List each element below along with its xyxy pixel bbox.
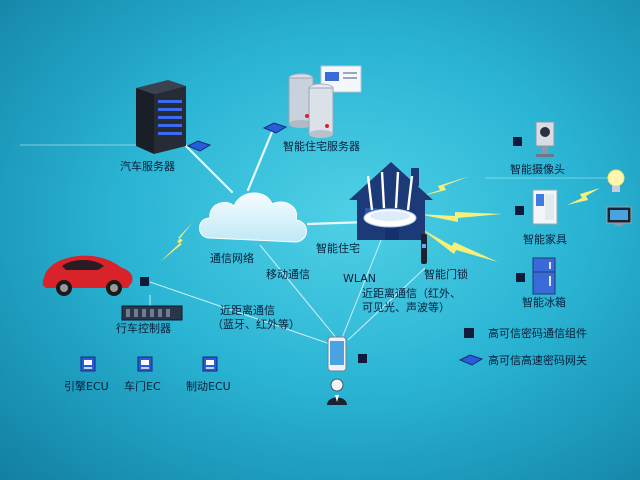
crypto-component-square — [358, 354, 367, 363]
link-carserver-cloud — [183, 143, 234, 194]
router-icon — [363, 171, 417, 228]
bulb-icon — [607, 169, 625, 192]
user-icon — [327, 378, 347, 405]
ecu-chip-icon — [137, 356, 153, 372]
crypto-component-square — [140, 277, 149, 286]
smart-lock-label: 智能门锁 — [424, 268, 468, 281]
furniture-label: 智能家具 — [523, 233, 567, 246]
link-car-phone — [149, 281, 337, 347]
tv-icon — [606, 206, 632, 226]
bolt-router-camera — [414, 176, 470, 198]
legend-component-label: 高可信密码通信组件 — [488, 327, 587, 340]
mobile-comm-label: 移动通信 — [266, 268, 310, 281]
car-server-icon — [136, 80, 186, 154]
cloud-icon — [199, 192, 307, 243]
legend-component-square — [464, 328, 474, 338]
camera-label: 智能摄像头 — [510, 163, 565, 176]
door-ecu-label: 车门EC — [124, 380, 161, 393]
short-range-car-label-1: 近距离通信 — [220, 304, 275, 317]
gateway-icon — [186, 140, 212, 152]
crypto-component-square — [516, 273, 525, 282]
short-range-home-label-2: 可见光、声波等） — [362, 301, 450, 314]
legend-gateway-label: 高可信高速密码网关 — [488, 354, 587, 367]
furniture-icon — [532, 189, 558, 225]
car-server-label: 汽车服务器 — [120, 160, 175, 173]
short-range-car-label-2: （蓝牙、红外等） — [212, 318, 300, 331]
fridge-label: 智能冰箱 — [522, 296, 566, 309]
short-range-home-label-1: 近距离通信（红外、 — [362, 287, 461, 300]
wlan-label: WLAN — [343, 272, 377, 285]
bolt-router-fridge — [420, 228, 498, 262]
comm-network-label: 通信网络 — [210, 252, 254, 265]
phone-icon — [327, 336, 347, 372]
smart-lock-icon — [421, 234, 427, 264]
wireless-links — [160, 176, 600, 262]
link-router-phone — [341, 237, 383, 339]
bolt-router-furniture — [418, 212, 502, 222]
gateway-icon — [262, 122, 288, 134]
ecu-chip-icon — [80, 356, 96, 372]
link-lock-phone — [347, 267, 426, 341]
car-controller-label: 行车控制器 — [116, 322, 171, 335]
home-server-label: 智能住宅服务器 — [283, 140, 360, 153]
bolt-cloud-car — [160, 222, 193, 262]
brake-ecu-label: 制动ECU — [186, 380, 231, 393]
crypto-component-square — [515, 206, 524, 215]
bolt-furniture-bulb — [567, 188, 600, 205]
home-server-icon — [288, 65, 362, 138]
crypto-component-square — [513, 137, 522, 146]
camera-icon — [535, 121, 555, 157]
car-controller-icon — [121, 305, 183, 321]
link-homeserver-cloud — [246, 130, 274, 192]
ecu-chip-icon — [202, 356, 218, 372]
smart-home-label: 智能住宅 — [316, 242, 360, 255]
fridge-icon — [532, 257, 556, 295]
engine-ecu-label: 引擎ECU — [64, 380, 109, 393]
car-icon — [42, 255, 133, 296]
link-cloud-phone — [259, 244, 339, 341]
legend-gateway-icon — [458, 354, 484, 366]
